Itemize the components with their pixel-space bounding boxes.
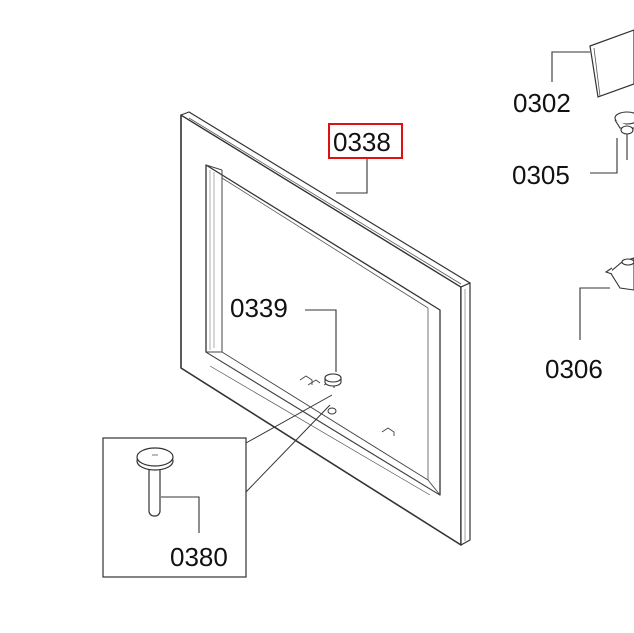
screw-inset-box	[102, 437, 247, 578]
part-0302-drawing	[589, 29, 634, 98]
part-label-0305[interactable]: 0305	[512, 160, 570, 190]
part-label-0306[interactable]: 0306	[545, 354, 603, 384]
inset-projection-line-bottom	[245, 404, 331, 493]
part-label-0302[interactable]: 0302	[513, 88, 571, 118]
part-label-0380[interactable]: 0380	[170, 542, 228, 572]
bumper-part-drawing	[324, 373, 342, 387]
part-0306-drawing	[604, 257, 634, 291]
highlight-box	[328, 123, 403, 159]
door-frame-drawing	[180, 111, 471, 546]
part-label-0339[interactable]: 0339	[230, 293, 288, 323]
leader-lines	[161, 51, 618, 533]
part-0305-drawing	[614, 111, 634, 160]
inset-projection-line-top	[245, 394, 333, 444]
part-label-0338[interactable]: 0338	[333, 127, 391, 157]
screw-drawing	[136, 447, 174, 517]
